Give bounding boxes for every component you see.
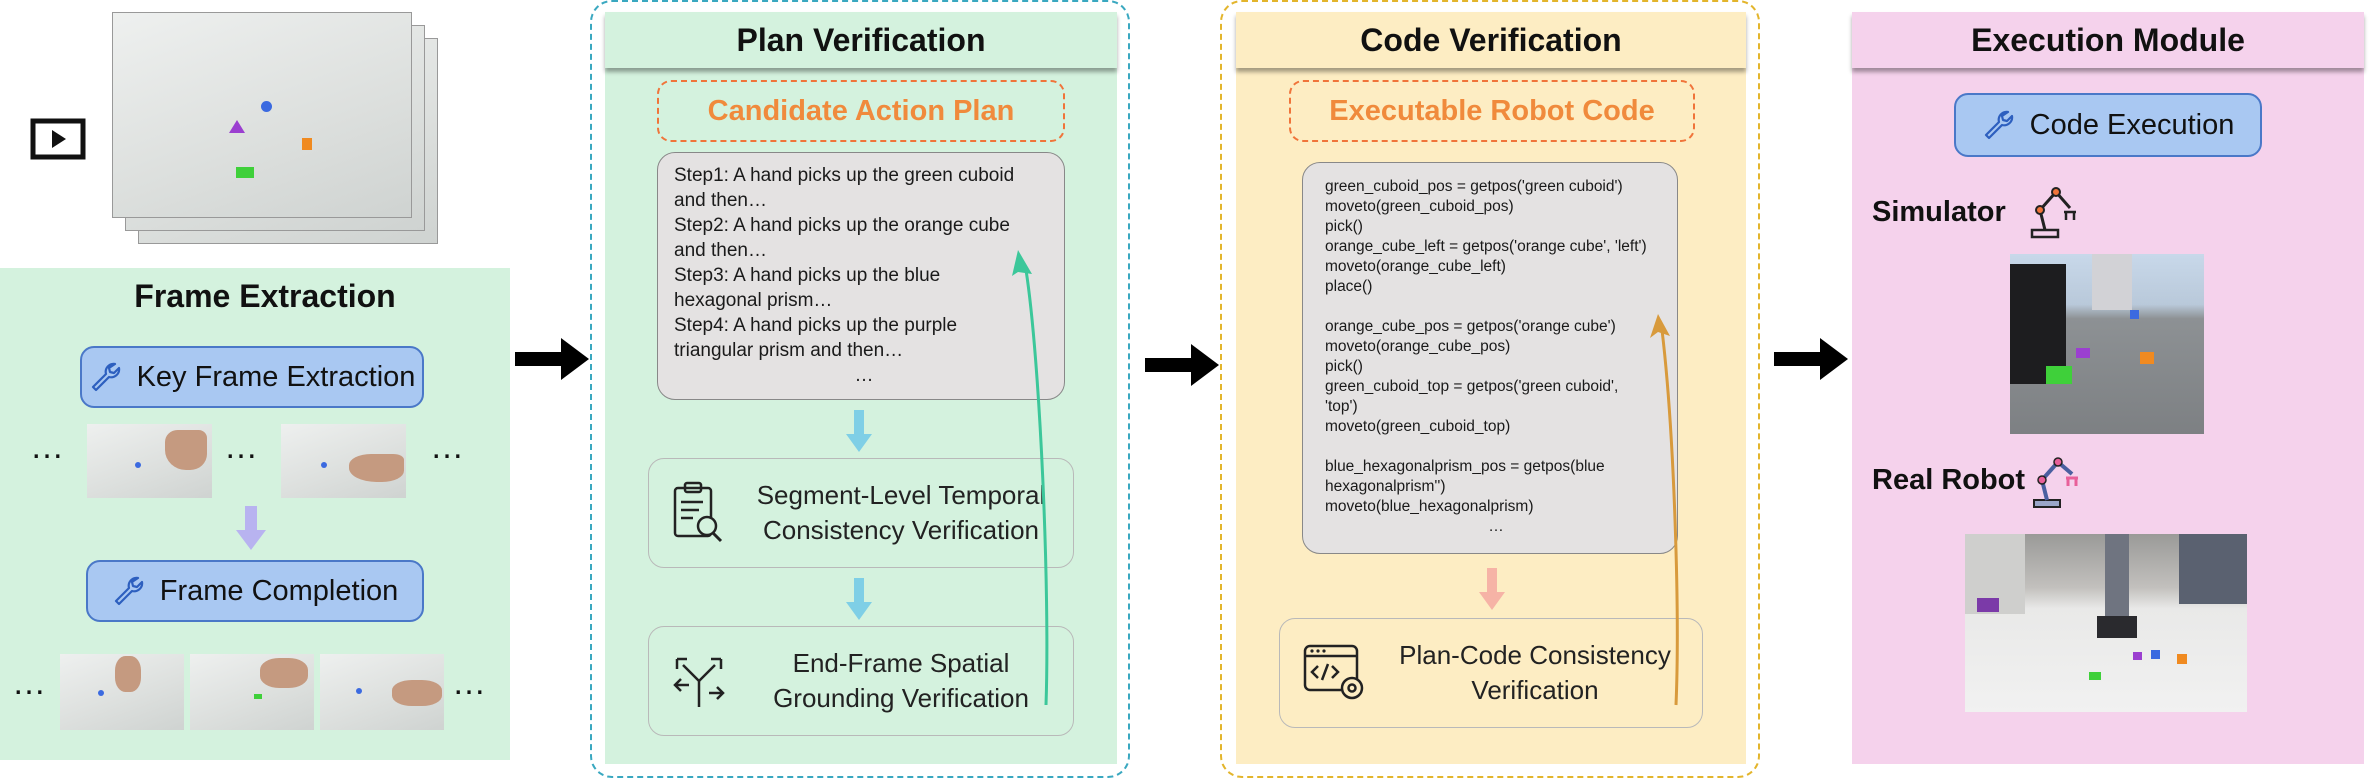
end-frame-line-2: Grounding Verification xyxy=(773,683,1029,713)
code-line: orange_cube_left = getpos('orange cube',… xyxy=(1325,238,1647,255)
industrial-robot-icon xyxy=(2033,457,2078,508)
code-line: pick() xyxy=(1325,218,1363,235)
completed-frame-thumbnail xyxy=(320,654,444,730)
ellipsis: … xyxy=(224,428,261,466)
executable-robot-code-label: Executable Robot Code xyxy=(1289,80,1695,142)
end-frame-line-1: End-Frame Spatial xyxy=(792,648,1010,678)
real-robot-label: Real Robot xyxy=(1872,464,2026,496)
ellipsis: … xyxy=(12,664,49,702)
segment-level-verification-box: Segment-Level Temporal Consistency Verif… xyxy=(648,458,1074,568)
code-execution-pill: Code Execution xyxy=(1954,93,2262,157)
segment-line-1: Segment-Level Temporal xyxy=(756,480,1046,510)
ellipsis: … xyxy=(430,428,467,466)
plan-step-line: hexagonal prism… xyxy=(674,290,833,311)
end-frame-verification-box: End-Frame Spatial Grounding Verification xyxy=(648,626,1074,736)
wrench-icon xyxy=(91,362,120,392)
plan-step-line: and then… xyxy=(674,240,767,261)
code-verification-frame xyxy=(1220,0,1760,778)
key-frame-extraction-pill: Key Frame Extraction xyxy=(80,346,424,408)
code-settings-icon xyxy=(1303,644,1364,700)
code-line: pick() xyxy=(1325,358,1363,375)
code-line: blue_hexagonalprism_pos = getpos(blue xyxy=(1325,458,1605,475)
clipboard-search-icon xyxy=(673,481,723,543)
code-line: moveto(green_cuboid_pos) xyxy=(1325,198,1514,215)
code-line xyxy=(1325,297,1667,317)
robot-code-box: green_cuboid_pos = getpos('green cuboid'… xyxy=(1302,162,1678,554)
down-arrow xyxy=(1479,568,1505,615)
plan-step-line: Step1: A hand picks up the green cuboid xyxy=(674,165,1015,186)
key-frame-thumbnail xyxy=(281,424,406,498)
plan-step-line: Step2: A hand picks up the orange cube xyxy=(674,215,1010,236)
key-frame-extraction-label: Key Frame Extraction xyxy=(136,360,416,393)
code-line: moveto(blue_hexagonalprism) xyxy=(1325,498,1534,515)
flow-arrow xyxy=(1774,336,1848,387)
plan-step-line: and then… xyxy=(674,190,767,211)
plan-code-line-1: Plan-Code Consistency xyxy=(1399,640,1671,670)
code-verification-title: Code Verification xyxy=(1236,12,1746,68)
plan-verification-title: Plan Verification xyxy=(605,12,1117,68)
ellipsis: … xyxy=(452,664,489,702)
wrench-icon xyxy=(1984,110,2013,140)
frame-extraction-title: Frame Extraction xyxy=(134,277,396,314)
video-play-icon xyxy=(30,118,86,160)
code-line: moveto(orange_cube_left) xyxy=(1325,258,1506,275)
segment-line-2: Consistency Verification xyxy=(762,515,1040,545)
ellipsis: … xyxy=(30,428,67,466)
code-line: place() xyxy=(1325,278,1373,295)
down-arrow xyxy=(236,506,266,555)
plan-step-line: Step4: A hand picks up the purple xyxy=(674,315,958,336)
simulator-label: Simulator xyxy=(1872,196,2006,228)
feedback-arrow-orange xyxy=(1650,314,1679,706)
completed-frame-thumbnail xyxy=(60,654,184,730)
video-frame-stack xyxy=(112,12,442,244)
frame-completion-label: Frame Completion xyxy=(159,574,399,607)
code-line xyxy=(1325,437,1667,457)
code-line: green_cuboid_pos = getpos('green cuboid'… xyxy=(1325,178,1623,195)
plan-step-line: triangular prism and then… xyxy=(674,340,904,361)
down-arrow xyxy=(846,578,872,625)
wrench-icon xyxy=(114,576,143,606)
execution-module-title: Execution Module xyxy=(1852,12,2364,68)
code-execution-label: Code Execution xyxy=(2029,108,2235,141)
down-arrow xyxy=(846,410,872,457)
code-line: moveto(green_cuboid_top) xyxy=(1325,418,1511,435)
flow-arrow xyxy=(515,336,589,387)
feedback-arrow-green xyxy=(1012,250,1049,706)
code-line: green_cuboid_top = getpos('green cuboid'… xyxy=(1325,378,1619,395)
key-frame-thumbnail xyxy=(87,424,212,498)
code-line: hexagonalprism'') xyxy=(1325,478,1446,495)
video-frame xyxy=(112,12,412,218)
robot-arm-icon xyxy=(2030,187,2076,239)
plan-verification-frame xyxy=(590,0,1130,778)
completed-frame-thumbnail xyxy=(190,654,314,730)
candidate-plan-box: Step1: A hand picks up the green cuboid … xyxy=(657,152,1065,400)
code-line: … xyxy=(1488,518,1504,535)
code-line: orange_cube_pos = getpos('orange cube') xyxy=(1325,318,1616,335)
real-robot-image xyxy=(1965,534,2247,712)
code-line: 'top') xyxy=(1325,398,1358,415)
code-line: moveto(orange_cube_pos) xyxy=(1325,338,1511,355)
flow-arrow xyxy=(1145,342,1219,393)
plan-step-line: Step3: A hand picks up the blue xyxy=(674,265,941,286)
candidate-action-plan-label: Candidate Action Plan xyxy=(657,80,1065,142)
plan-code-line-2: Verification xyxy=(1471,675,1599,705)
frame-completion-pill: Frame Completion xyxy=(86,560,424,622)
plan-step-line: … xyxy=(854,365,874,386)
plan-code-consistency-box: Plan-Code Consistency Verification xyxy=(1279,618,1703,728)
simulator-image xyxy=(2010,254,2204,434)
direction-arrows-icon xyxy=(673,657,725,707)
